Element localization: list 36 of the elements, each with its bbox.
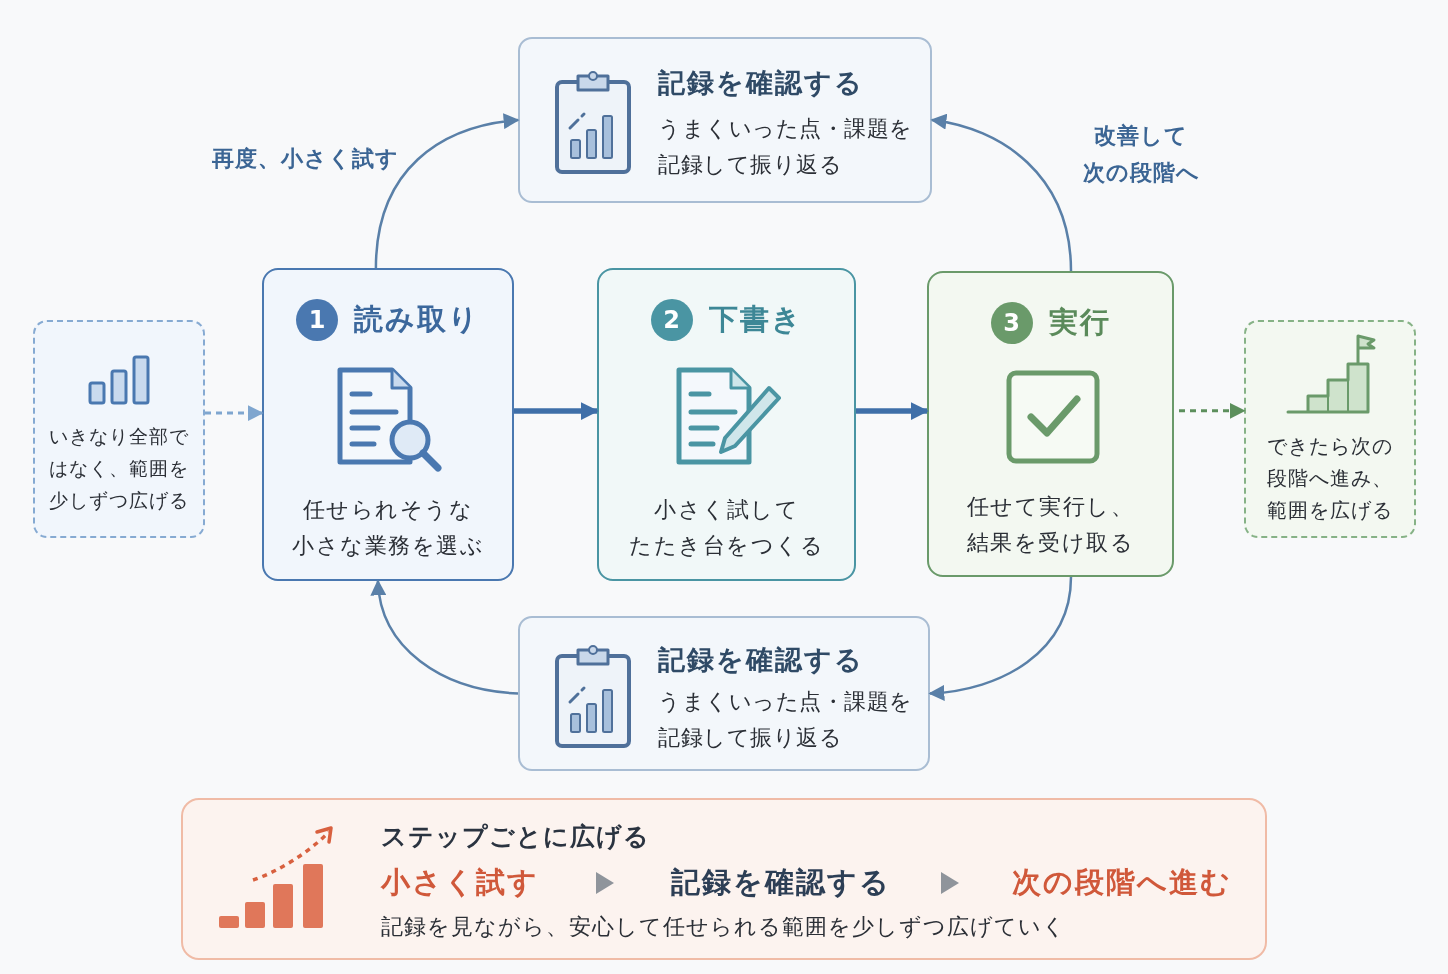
banner-heading: ステップごとに広げる xyxy=(381,821,650,853)
step-title: 読み取り xyxy=(354,301,480,338)
note-card xyxy=(33,320,205,538)
summary-banner xyxy=(181,798,1267,960)
step-description: 小さく試してたたき台をつくる xyxy=(628,496,825,560)
number-badge: 3 xyxy=(990,302,1033,344)
step-title: 実行 xyxy=(1048,304,1111,341)
arrow xyxy=(371,579,519,695)
banner-text: 記録を見ながら、安心して任せられる範囲を少しずつ広げていく xyxy=(381,913,1066,941)
step-label: 小さく試す xyxy=(380,864,540,901)
step-card xyxy=(262,268,514,581)
arrow xyxy=(1179,402,1246,419)
record-card xyxy=(518,616,930,771)
number-badge: 1 xyxy=(296,299,338,341)
card-title: 記録を確認する xyxy=(658,66,864,100)
arrow xyxy=(374,113,520,269)
arrow xyxy=(205,405,264,422)
note-text: できたら次の段階へ進み、範囲を広げる xyxy=(1266,433,1394,524)
record-card xyxy=(518,37,932,203)
card-title: 記録を確認する xyxy=(658,643,864,677)
arrow xyxy=(514,402,599,421)
card-text: うまくいった点・課題を記録して振り返る xyxy=(658,115,913,179)
step-description: 任せられそうな小さな業務を選ぶ xyxy=(291,496,485,560)
arrow xyxy=(930,114,1073,272)
note-card xyxy=(1244,320,1416,538)
step-card xyxy=(597,268,856,581)
step-label: 次の段階へ進む xyxy=(1011,864,1233,901)
step-title: 下書き xyxy=(708,301,803,338)
arrow xyxy=(928,576,1073,701)
step-card xyxy=(927,271,1174,577)
number-badge: 2 xyxy=(650,299,693,341)
step-label: 記録を確認する xyxy=(670,864,892,901)
arrow xyxy=(856,402,929,421)
note-text: いきなり全部ではなく、範囲を少しずつ広げる xyxy=(48,424,190,513)
card-text: うまくいった点・課題を記録して振り返る xyxy=(658,688,913,752)
step-description: 任せて実行し、結果を受け取る xyxy=(965,493,1136,557)
